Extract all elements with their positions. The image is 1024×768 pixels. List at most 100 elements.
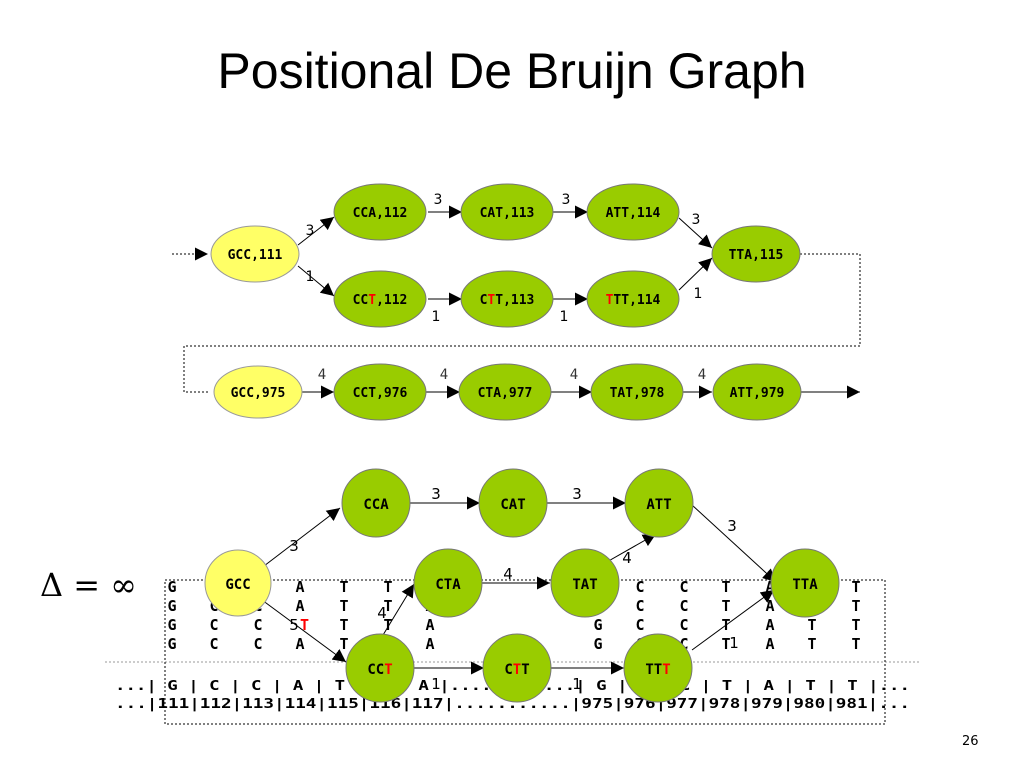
node-cca	[341, 468, 411, 538]
weight-label: 3	[562, 192, 571, 208]
node-cct-112-label: CCT,112	[353, 293, 408, 308]
reference-positions: ...|111|112|113|114|115|116|117|........…	[115, 696, 910, 712]
base: T	[339, 578, 348, 596]
base: C	[679, 578, 688, 596]
base: T	[851, 635, 860, 653]
weight-label: 3	[306, 223, 315, 239]
base: C	[635, 616, 644, 634]
edge-label: 3	[727, 517, 737, 535]
weight-label: 4	[318, 367, 326, 383]
edge-label: 3	[572, 485, 582, 503]
base: 5	[289, 616, 299, 634]
edge-att114-tta115	[678, 217, 713, 249]
node-ttt-label: TTT	[645, 662, 670, 678]
base: T	[851, 578, 860, 596]
weight-label: 1	[694, 286, 703, 302]
node-gcc-label: GCC	[225, 577, 250, 593]
slide-title: Positional De Bruijn Graph	[217, 43, 807, 99]
node-ctt-label: CTT	[504, 662, 529, 678]
top-graph: GCC,111 CCA,112 CAT,113 ATT,114 CCT,112 …	[172, 183, 861, 421]
base: T	[807, 635, 816, 653]
base: A	[765, 578, 774, 596]
base: C	[679, 635, 688, 653]
edge-att-tta	[691, 504, 777, 583]
node-cat-113	[460, 183, 554, 241]
base: T	[807, 616, 816, 634]
base: T	[339, 616, 348, 634]
node-cct-112	[333, 270, 427, 328]
base: C	[209, 616, 218, 634]
base: G	[167, 635, 176, 653]
base: A	[765, 616, 774, 634]
base: G	[167, 578, 176, 596]
edge-labels: 3 3 3 3 4 4 4 1 1 1	[289, 485, 739, 693]
node-tat	[550, 548, 620, 618]
edge-label: 4	[377, 604, 387, 622]
base: A	[425, 616, 434, 634]
row-connector-dotted	[183, 253, 861, 393]
edge-gcc-cct	[261, 599, 347, 663]
node-cct	[345, 633, 415, 703]
base: G	[593, 616, 602, 634]
node-att-114	[586, 183, 680, 241]
base: T	[383, 578, 392, 596]
node-tat-978-label: TAT,978	[610, 386, 665, 401]
base: T	[383, 616, 392, 634]
base: C	[679, 597, 688, 615]
node-cca-112	[333, 183, 427, 241]
base: G	[167, 616, 176, 634]
delta-infinity-label: Δ = ∞	[40, 566, 137, 604]
node-att-979	[712, 363, 802, 421]
edge-label: 4	[503, 565, 513, 583]
edge-label: 1	[572, 675, 582, 693]
base: T	[721, 578, 730, 596]
node-ctt-113	[460, 270, 554, 328]
node-cta	[413, 548, 483, 618]
edge-label: 1	[729, 634, 739, 652]
node-cct-label: CCT	[367, 662, 392, 678]
node-ctt	[482, 633, 552, 703]
edge-label: 3	[431, 485, 441, 503]
base: T	[339, 635, 348, 653]
node-tat-978	[590, 363, 684, 421]
node-tta-label: TTA	[792, 577, 818, 593]
node-att-979-label: ATT,979	[730, 386, 785, 401]
base: A	[295, 635, 304, 653]
edge-label: 4	[622, 549, 632, 567]
node-ttt	[623, 633, 693, 703]
node-cta-977	[458, 363, 552, 421]
edge-gcc-cca	[263, 507, 341, 567]
weight-label: 3	[434, 192, 443, 208]
weight-label: 1	[560, 309, 569, 325]
base-mismatch: T	[300, 616, 309, 634]
base: T	[851, 616, 860, 634]
node-att-label: ATT	[646, 497, 671, 513]
node-att	[624, 468, 694, 538]
base: C	[253, 616, 262, 634]
node-cat	[478, 468, 548, 538]
base: C	[679, 616, 688, 634]
node-cta-977-label: CTA,977	[478, 386, 533, 401]
node-gcc-975	[213, 365, 303, 419]
base: A	[765, 597, 774, 615]
weight-label: 1	[432, 309, 441, 325]
base: A	[295, 578, 304, 596]
base: T	[721, 597, 730, 615]
node-cca-label: CCA	[363, 497, 389, 513]
base: A	[765, 635, 774, 653]
node-cta-label: CTA	[435, 577, 461, 593]
edge-cct-cta	[379, 583, 415, 641]
node-gcc-111-label: GCC,111	[228, 248, 283, 263]
node-cca-112-label: CCA,112	[353, 206, 408, 221]
node-cat-113-label: CAT,113	[480, 206, 535, 221]
base: T	[851, 597, 860, 615]
node-ttt-114-label: TTT,114	[606, 293, 661, 308]
edge-label: 3	[289, 537, 299, 555]
base: A	[425, 635, 434, 653]
weight-label: 1	[306, 269, 315, 285]
edge-gcc111-cca112	[297, 216, 335, 246]
base: C	[635, 597, 644, 615]
base: G	[167, 597, 176, 615]
node-tat-label: TAT	[572, 577, 597, 593]
base: T	[339, 597, 348, 615]
